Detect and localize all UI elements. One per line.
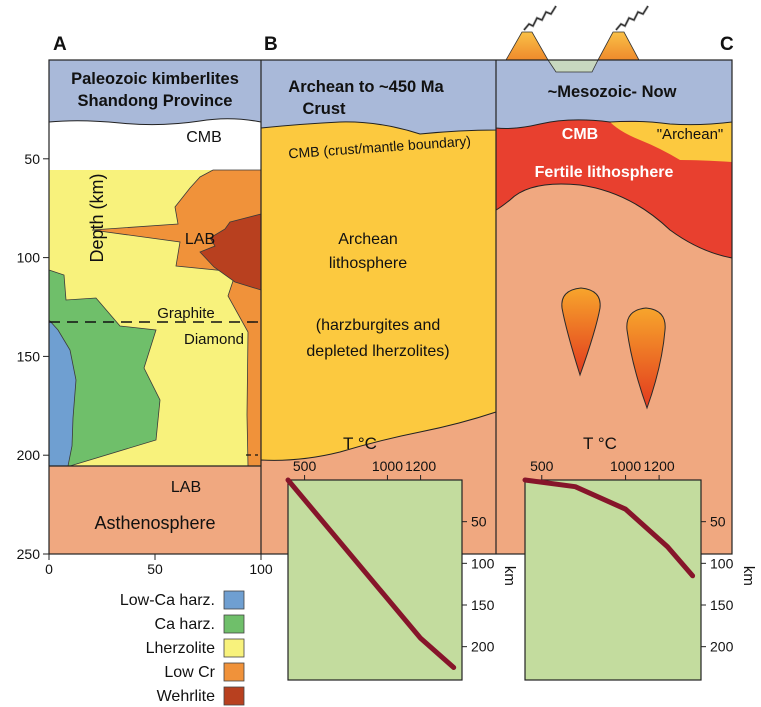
ash-plume-right-core	[615, 5, 649, 31]
volcano-right-icon	[597, 31, 640, 61]
inset-x-tick-label: 500	[530, 458, 554, 474]
panel-c-cmb-label: CMB	[562, 126, 598, 143]
panel-b: Archean to ~450 Ma Crust CMB (crust/mant…	[260, 34, 497, 555]
inset-x-tick-label: 1200	[644, 458, 675, 474]
inset-x-tick-label: 1000	[610, 458, 641, 474]
legend-label: Low-Ca harz.	[120, 592, 215, 609]
panel-a-y-axis: 50 100 150 200 250	[17, 151, 49, 562]
panel-a: Paleozoic kimberlites Shandong Province …	[48, 34, 262, 554]
inset-y-tick-label: 200	[471, 639, 495, 655]
inset-y-tick-label: 100	[471, 555, 495, 571]
legend-swatch	[223, 686, 245, 706]
diamond-label: Diamond	[184, 331, 244, 348]
plume-right	[626, 307, 666, 410]
legend-label: Ca harz.	[155, 616, 215, 633]
inset-y-axis-label: km	[740, 566, 757, 586]
legend-swatch	[223, 614, 245, 634]
panel-c-letter: C	[720, 34, 734, 55]
depth-axis-label: Depth (km)	[87, 173, 107, 262]
plume-left	[561, 287, 601, 377]
x-tick-label: 0	[45, 561, 53, 577]
y-tick-label: 150	[17, 348, 41, 364]
inset-y-tick-label: 100	[710, 555, 734, 571]
y-tick-label: 50	[24, 151, 40, 167]
panel-b-title-line1: Archean to ~450 Ma	[288, 78, 444, 96]
inset-y-tick-label: 50	[710, 514, 726, 530]
basin-icon	[547, 59, 599, 73]
legend-swatch	[223, 662, 245, 682]
archean-sliver	[610, 122, 732, 162]
graphite-label: Graphite	[157, 305, 215, 322]
panel-b-temp-label: T °C	[343, 434, 377, 453]
asthenosphere-label: Asthenosphere	[94, 513, 215, 533]
panel-a-title-line2: Shandong Province	[78, 92, 233, 110]
panel-a-title-line1: Paleozoic kimberlites	[71, 70, 239, 88]
panel-c-archean-label: "Archean"	[657, 126, 724, 143]
inset-y-tick-label: 50	[471, 514, 487, 530]
panel-b-letter: B	[264, 34, 278, 55]
fertile-lithosphere-label: Fertile lithosphere	[535, 164, 674, 181]
y-tick-label: 250	[17, 546, 41, 562]
ash-plume-left-icon	[523, 5, 558, 31]
inset-y-axis-label: km	[501, 566, 518, 586]
archean-litho-line3: (harzburgites and	[316, 317, 441, 334]
y-tick-label: 200	[17, 447, 41, 463]
panel-a-lab-lower: LAB	[171, 479, 201, 496]
panel-c-crust	[495, 59, 733, 129]
panel-a-asthenosphere	[49, 466, 261, 554]
legend-label: Lherzolite	[146, 640, 215, 657]
panel-a-lab-upper: LAB	[185, 231, 215, 248]
inset-x-tick-label: 1200	[405, 458, 436, 474]
inset-y-tick-label: 200	[710, 639, 734, 655]
panel-c: ~Mesozoic- Now CMB "Archean" Fertile lit…	[495, 5, 734, 554]
geotherm-curve	[285, 477, 457, 670]
panel-c-temp-label: T °C	[583, 434, 617, 453]
inset-y-tick-label: 150	[710, 597, 734, 613]
legend-swatch	[223, 638, 245, 658]
y-tick-label: 100	[17, 250, 41, 266]
panel-b-title-line2: Crust	[302, 100, 346, 118]
x-tick-label: 100	[249, 561, 273, 577]
inset-y-tick-label: 150	[471, 597, 495, 613]
volcano-left-icon	[505, 31, 549, 61]
legend-label: Wehrlite	[157, 688, 215, 705]
inset-x-tick-label: 1000	[372, 458, 403, 474]
legend-label: Low Cr	[164, 664, 215, 681]
ash-plume-left-core	[523, 5, 557, 31]
archean-litho-line1: Archean	[338, 231, 398, 248]
x-tick-label: 50	[147, 561, 163, 577]
panel-a-cmb-label: CMB	[186, 129, 222, 146]
geotherm-curve	[522, 477, 696, 579]
inset-frame	[524, 479, 702, 681]
panel-b-crust	[260, 59, 497, 135]
archean-litho-line4: depleted lherzolites)	[306, 343, 449, 360]
panel-c-title: ~Mesozoic- Now	[548, 83, 677, 101]
archean-litho-line2: lithosphere	[329, 255, 407, 272]
ash-plume-right-icon	[615, 5, 650, 31]
panel-a-letter: A	[53, 34, 67, 55]
panel-a-x-axis: 0 50 100	[45, 554, 273, 577]
panel-a-crust	[48, 59, 262, 126]
inset-x-tick-label: 500	[293, 458, 317, 474]
legend-swatch	[223, 590, 245, 610]
